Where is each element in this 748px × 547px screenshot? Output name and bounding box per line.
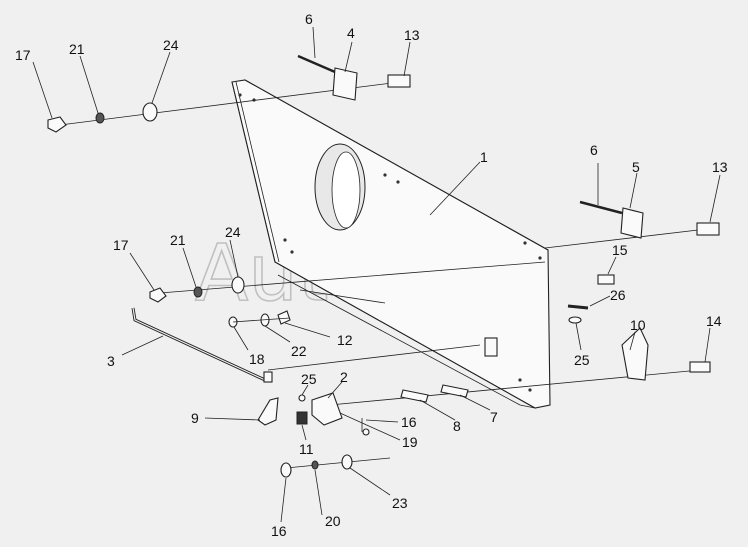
callout-3: 3	[107, 353, 115, 369]
callout-23: 23	[392, 495, 408, 511]
callout-6: 6	[590, 142, 598, 158]
callout-11: 11	[299, 441, 314, 457]
callout-20: 20	[325, 513, 341, 529]
callout-12: 12	[337, 332, 353, 348]
latch-assembly	[257, 327, 711, 478]
callout-14: 14	[706, 313, 722, 329]
rod-assembly	[131, 307, 498, 383]
callout-25: 25	[301, 371, 317, 387]
callout-26: 26	[610, 287, 626, 303]
callout-15: 15	[612, 242, 628, 258]
callout-21: 21	[69, 41, 85, 57]
top-hinge-assembly	[47, 54, 411, 133]
callout-13: 13	[712, 159, 728, 175]
callout-18: 18	[249, 351, 265, 367]
callout-5: 5	[632, 159, 640, 175]
callout-13: 13	[404, 27, 420, 43]
callout-8: 8	[453, 418, 461, 434]
leader-lines	[32, 26, 721, 523]
callout-17: 17	[113, 237, 129, 253]
callout-2: 2	[340, 369, 348, 385]
callout-9: 9	[191, 410, 199, 426]
callout-17: 17	[15, 47, 31, 63]
right-hinge-assembly	[544, 200, 720, 249]
callout-7: 7	[490, 409, 498, 425]
callout-25: 25	[574, 352, 590, 368]
callout-labels: 6 4 13 17 21 24 1 6 5 13 15 26 24 17 21 …	[15, 11, 728, 539]
callout-19: 19	[402, 434, 418, 450]
callout-6: 6	[305, 11, 313, 27]
callout-22: 22	[291, 343, 307, 359]
main-panel	[231, 79, 551, 409]
callout-21: 21	[170, 232, 186, 248]
callout-10: 10	[630, 317, 646, 333]
callout-16: 16	[401, 414, 417, 430]
callout-24: 24	[163, 37, 179, 53]
callout-16: 16	[271, 523, 287, 539]
callout-1: 1	[480, 149, 488, 165]
callout-4: 4	[347, 25, 355, 41]
left-hardware-assembly	[149, 261, 615, 324]
callout-24: 24	[225, 224, 241, 240]
